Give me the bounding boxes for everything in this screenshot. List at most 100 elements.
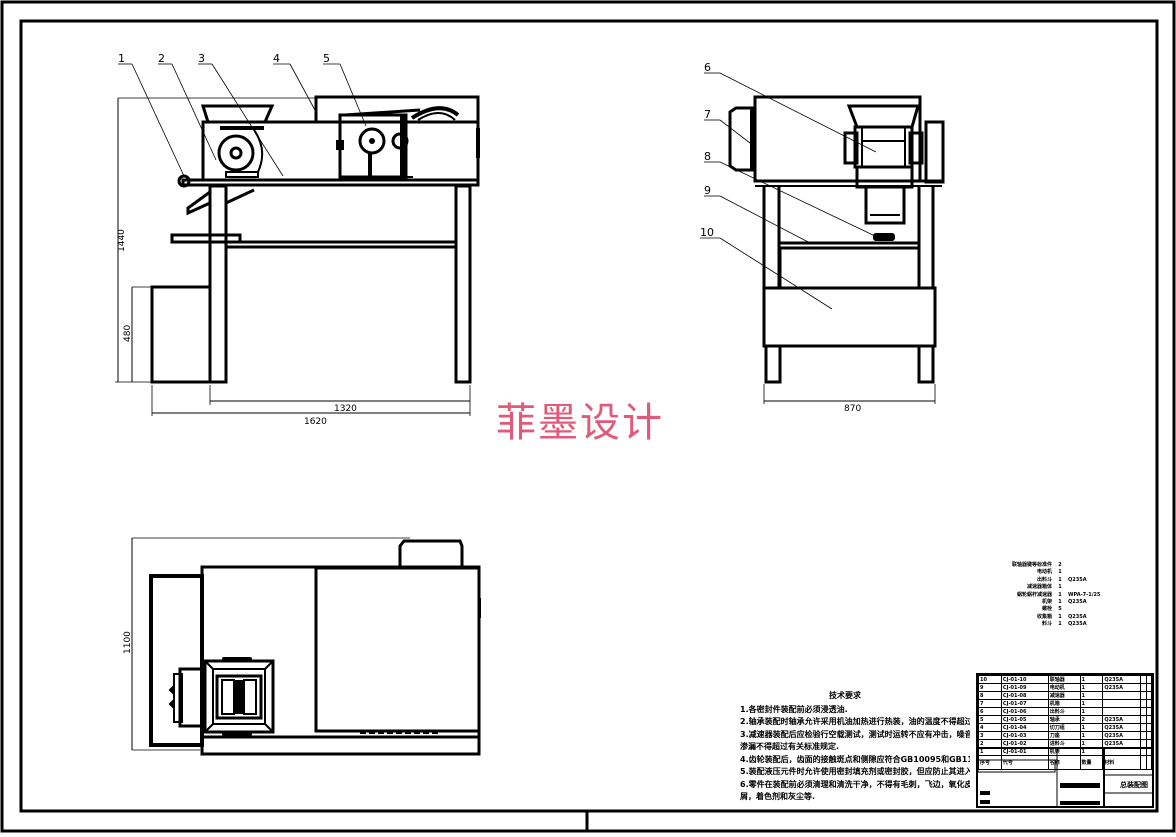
drawing-name: 总装配图: [1120, 781, 1148, 789]
bom-material: WPA-7-1/25: [1068, 591, 1101, 598]
side-view: [700, 72, 945, 404]
bom-no: 7: [978, 699, 1002, 708]
bom-name: 蜗轮蜗杆减速器: [1016, 591, 1052, 598]
tech-req-item: 屑，着色剂和灰尘等.: [740, 792, 816, 801]
bom-name: 出料斗: [1036, 576, 1052, 583]
tech-req-item: 渗漏不得超过有关标准规定.: [740, 742, 840, 751]
bom-qty: 1: [1058, 584, 1062, 591]
bom-upper-row: 蜗轮蜗杆减速器 1 WPA-7-1/25: [1008, 592, 1118, 599]
bom-name: 减速器: [1047, 691, 1081, 700]
tech-req-item: 2.轴承装配时轴承允许采用机油加热进行热装，油的温度不得超过100度.: [740, 717, 970, 726]
bom-qty: 1: [1058, 576, 1062, 583]
bom-material: [1102, 747, 1142, 756]
bom-name: 出料斗: [1047, 707, 1081, 716]
bom-code: CJ-01-10: [1000, 675, 1049, 684]
bom-name: 螺栓: [1041, 606, 1052, 613]
bom-no: 2: [978, 739, 1002, 748]
bom-qty: 1: [1058, 599, 1062, 606]
bom-qty: 1: [1079, 739, 1104, 748]
bom-qty: 1: [1079, 691, 1104, 700]
bom-material: [1102, 707, 1142, 716]
bom-no: 1: [978, 747, 1002, 756]
bom-upper-row: 收集箱 1 Q235A: [1008, 614, 1118, 621]
top-view: [131, 537, 481, 756]
bom-qty: 5: [1058, 606, 1062, 613]
bom-qty: 1: [1079, 723, 1104, 732]
bom-code: CJ-01-05: [1000, 715, 1049, 724]
bom-upper-row: 电动机 1: [1008, 569, 1118, 576]
bom-qty: 1: [1058, 591, 1062, 598]
bom-name: 机架: [1041, 599, 1052, 606]
tech-req-item: 4.齿轮装配后，齿面的接触斑点和侧隙应符合GB10095和GB11365的规定.: [740, 754, 970, 764]
technical-requirements: 技术要求 1.各密封件装配前必须浸透油. 2.轴承装配时轴承允许采用机油加热进行…: [740, 690, 970, 804]
bom-material: Q235A: [1068, 576, 1087, 583]
bom-qty: 1: [1058, 569, 1062, 576]
bom-name: 切刀组: [1047, 723, 1081, 732]
bom-qty: 2: [1079, 715, 1104, 724]
bom-material: Q235A: [1102, 715, 1142, 724]
bom-qty: 2: [1058, 562, 1062, 568]
bom-no: 6: [978, 707, 1002, 716]
bom-name: 进料斗: [1047, 739, 1081, 748]
bom-qty: 1: [1058, 613, 1062, 620]
bom-no: 4: [978, 723, 1002, 732]
bom-header: 材料: [1102, 755, 1142, 770]
bom-header: 代号: [1000, 755, 1049, 770]
bom-material: [1068, 606, 1108, 613]
bom-upper-row: 出料斗 1 Q235A: [1008, 577, 1118, 584]
bom-material: Q235A: [1102, 723, 1142, 732]
bom-no: 10: [978, 675, 1002, 684]
bom-name: 联轴器键等标准件: [1011, 562, 1052, 568]
bom-material: [1068, 562, 1108, 569]
bom-name: 收集箱: [1036, 613, 1052, 620]
bom-material: Q235A: [1068, 621, 1087, 628]
tech-req-item: 3.减速器装配后应检验行空载测试，测试时运转不应有冲击，噪音，温升和: [740, 729, 970, 739]
bom-code: CJ-01-02: [1000, 739, 1049, 748]
bom-material: [1102, 691, 1142, 700]
tech-req-item: 5.装配液压元件时允许使用密封填充剂或密封胶，但应防止其进入系统.: [740, 767, 970, 776]
bom-code: CJ-01-08: [1000, 691, 1049, 700]
bom-name: 电动机: [1047, 683, 1081, 692]
bom-no: 5: [978, 715, 1002, 724]
bom-header-row: 序号代号名称数量材料: [978, 755, 1153, 770]
bom-qty: 1: [1079, 699, 1104, 708]
inner-frame: [19, 19, 1159, 813]
bom-name: 料斗: [1041, 621, 1052, 628]
bom-material: Q235A: [1068, 599, 1087, 606]
bom-upper-row: 螺栓 5: [1008, 606, 1118, 613]
bom-material: Q235A: [1102, 683, 1142, 692]
bom-upper-row: 机架 1 Q235A: [1008, 599, 1118, 606]
bom-name: 减速器箱体: [1026, 584, 1052, 591]
bom-header: 数量: [1079, 755, 1104, 770]
bom-code: CJ-01-04: [1000, 723, 1049, 732]
bom-qty: 1: [1079, 707, 1104, 716]
bom-code: CJ-01-06: [1000, 707, 1049, 716]
bom-name: 联轴器: [1047, 675, 1081, 684]
bom-qty: 1: [1058, 621, 1062, 628]
watermark: 菲墨设计: [496, 400, 664, 446]
tech-req-item: 6.零件在装配前必须清理和清洗干净，不得有毛刺，飞边，氧化皮，锈蚀，切: [740, 779, 970, 789]
tech-req-title: 技术要求: [829, 691, 861, 700]
bom-material: Q235A: [1068, 613, 1087, 620]
bom-name: 机箱: [1047, 699, 1081, 708]
bom-material: Q235A: [1102, 739, 1142, 748]
bom-code: CJ-01-09: [1000, 683, 1049, 692]
bom-material: [1068, 569, 1108, 576]
bom-name: 轴承: [1047, 715, 1081, 724]
bom-material: Q235A: [1102, 731, 1142, 740]
bom-code: CJ-01-03: [1000, 731, 1049, 740]
bom-name: 电动机: [1036, 569, 1052, 576]
bom-header: 序号: [978, 755, 1002, 770]
